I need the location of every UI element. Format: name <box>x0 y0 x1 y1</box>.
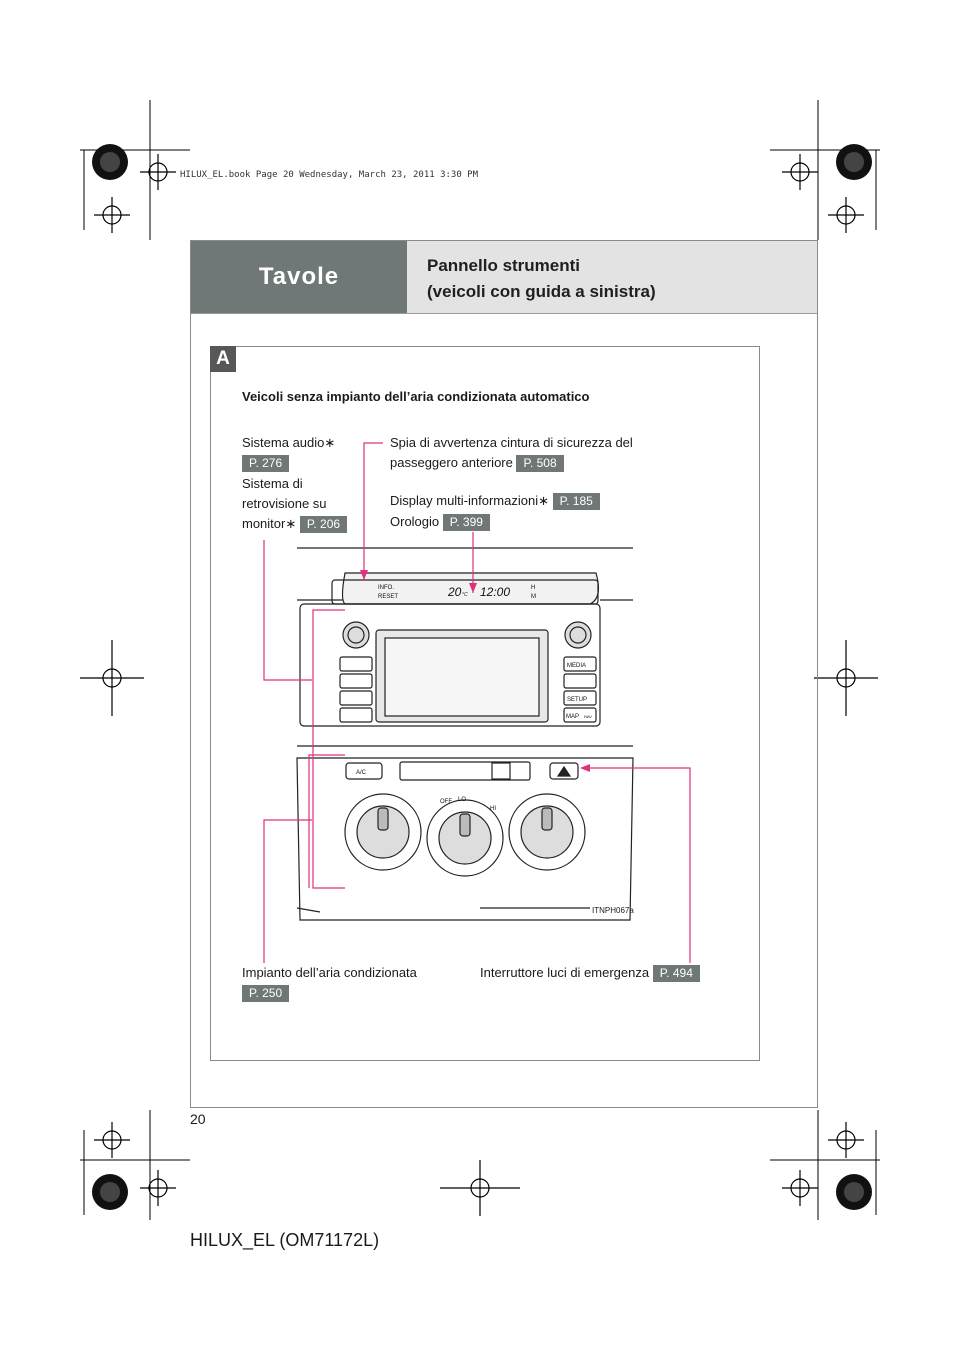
off-label: OFF <box>440 799 452 805</box>
callout-hazard-text: Interruttore luci di emergenza <box>480 965 650 980</box>
asterisk-mark: ∗ <box>324 435 336 450</box>
title-line-1: Pannello strumenti <box>427 256 581 275</box>
callout-multiinfo: Display multi-informazioni∗ P. 185 <box>390 491 600 511</box>
callout-seatbelt: Spia di avvertenza cintura di sicurezza … <box>390 433 633 473</box>
page-ref-seatbelt[interactable]: P. 508 <box>516 455 564 473</box>
section-subtitle: Veicoli senza impianto dell’aria condizi… <box>242 389 590 404</box>
nav-label: NAV <box>584 714 592 719</box>
clock-readout: 12:00 <box>480 585 510 599</box>
footer-code: HILUX_EL (OM71172L) <box>190 1230 380 1250</box>
asterisk-mark: ∗ <box>285 516 297 531</box>
temp-readout: 20 <box>447 585 462 599</box>
callout-aircon: Impianto dell’aria condizionata P. 250 <box>242 963 417 1003</box>
callout-multiinfo-text: Display multi-informazioni <box>390 493 539 508</box>
ac-label: A/C <box>356 770 367 776</box>
callout-clock: Orologio P. 399 <box>390 512 490 532</box>
page-ref-multiinfo[interactable]: P. 185 <box>552 493 600 511</box>
page-title: Pannello strumenti (veicoli con guida a … <box>427 253 656 305</box>
callout-hazard: Interruttore luci di emergenza P. 494 <box>480 963 700 983</box>
page-ref-hazard[interactable]: P. 494 <box>652 965 700 983</box>
callout-aircon-text: Impianto dell’aria condizionata <box>242 965 417 980</box>
page-ref-rearview[interactable]: P. 206 <box>299 516 348 534</box>
media-label: MEDIA <box>567 663 586 669</box>
callout-seatbelt-line1: Spia di avvertenza cintura di sicurezza … <box>390 435 633 450</box>
content-box <box>210 346 760 1061</box>
section-tab: Tavole <box>191 241 407 313</box>
callout-rearview-line1: Sistema di <box>242 476 303 491</box>
callout-rearview-line2: retrovisione su <box>242 496 327 511</box>
diagram-code: ITNPH067a <box>592 906 634 915</box>
page-ref-aircon[interactable]: P. 250 <box>242 985 290 1003</box>
setup-label: SETUP <box>567 697 587 703</box>
info-label: INFO. <box>378 585 394 591</box>
map-label: MAP <box>566 714 579 720</box>
callout-audio: Sistema audio∗ P. 276 <box>242 433 335 473</box>
dashboard-illustration: INFO. RESET H M MEDIA SETUP MAP NAV A/C … <box>296 547 634 921</box>
hi-label: HI <box>490 806 496 812</box>
callout-clock-text: Orologio <box>390 514 440 529</box>
reset-label: RESET <box>378 594 398 600</box>
callout-rearview: Sistema di retrovisione su monitor∗ P. 2… <box>242 474 348 534</box>
title-line-2: (veicoli con guida a sinistra) <box>427 282 656 301</box>
h-label: H <box>531 585 535 591</box>
section-label: A <box>210 346 236 372</box>
m-label: M <box>531 594 536 600</box>
page-header: Tavole Pannello strumenti (veicoli con g… <box>191 241 817 314</box>
temp-unit: °C <box>462 592 468 598</box>
page-number: 20 <box>190 1111 206 1127</box>
page-ref-audio[interactable]: P. 276 <box>242 455 290 473</box>
page-frame <box>190 240 818 1108</box>
page-ref-clock[interactable]: P. 399 <box>442 514 490 532</box>
asterisk-mark: ∗ <box>538 493 550 508</box>
callout-audio-text: Sistema audio <box>242 435 325 450</box>
lo-label: LO <box>458 797 466 803</box>
callout-seatbelt-line2: passeggero anteriore <box>390 455 513 470</box>
callout-rearview-line3: monitor <box>242 516 286 531</box>
bookmark-stamp: HILUX_EL.book Page 20 Wednesday, March 2… <box>180 170 479 180</box>
